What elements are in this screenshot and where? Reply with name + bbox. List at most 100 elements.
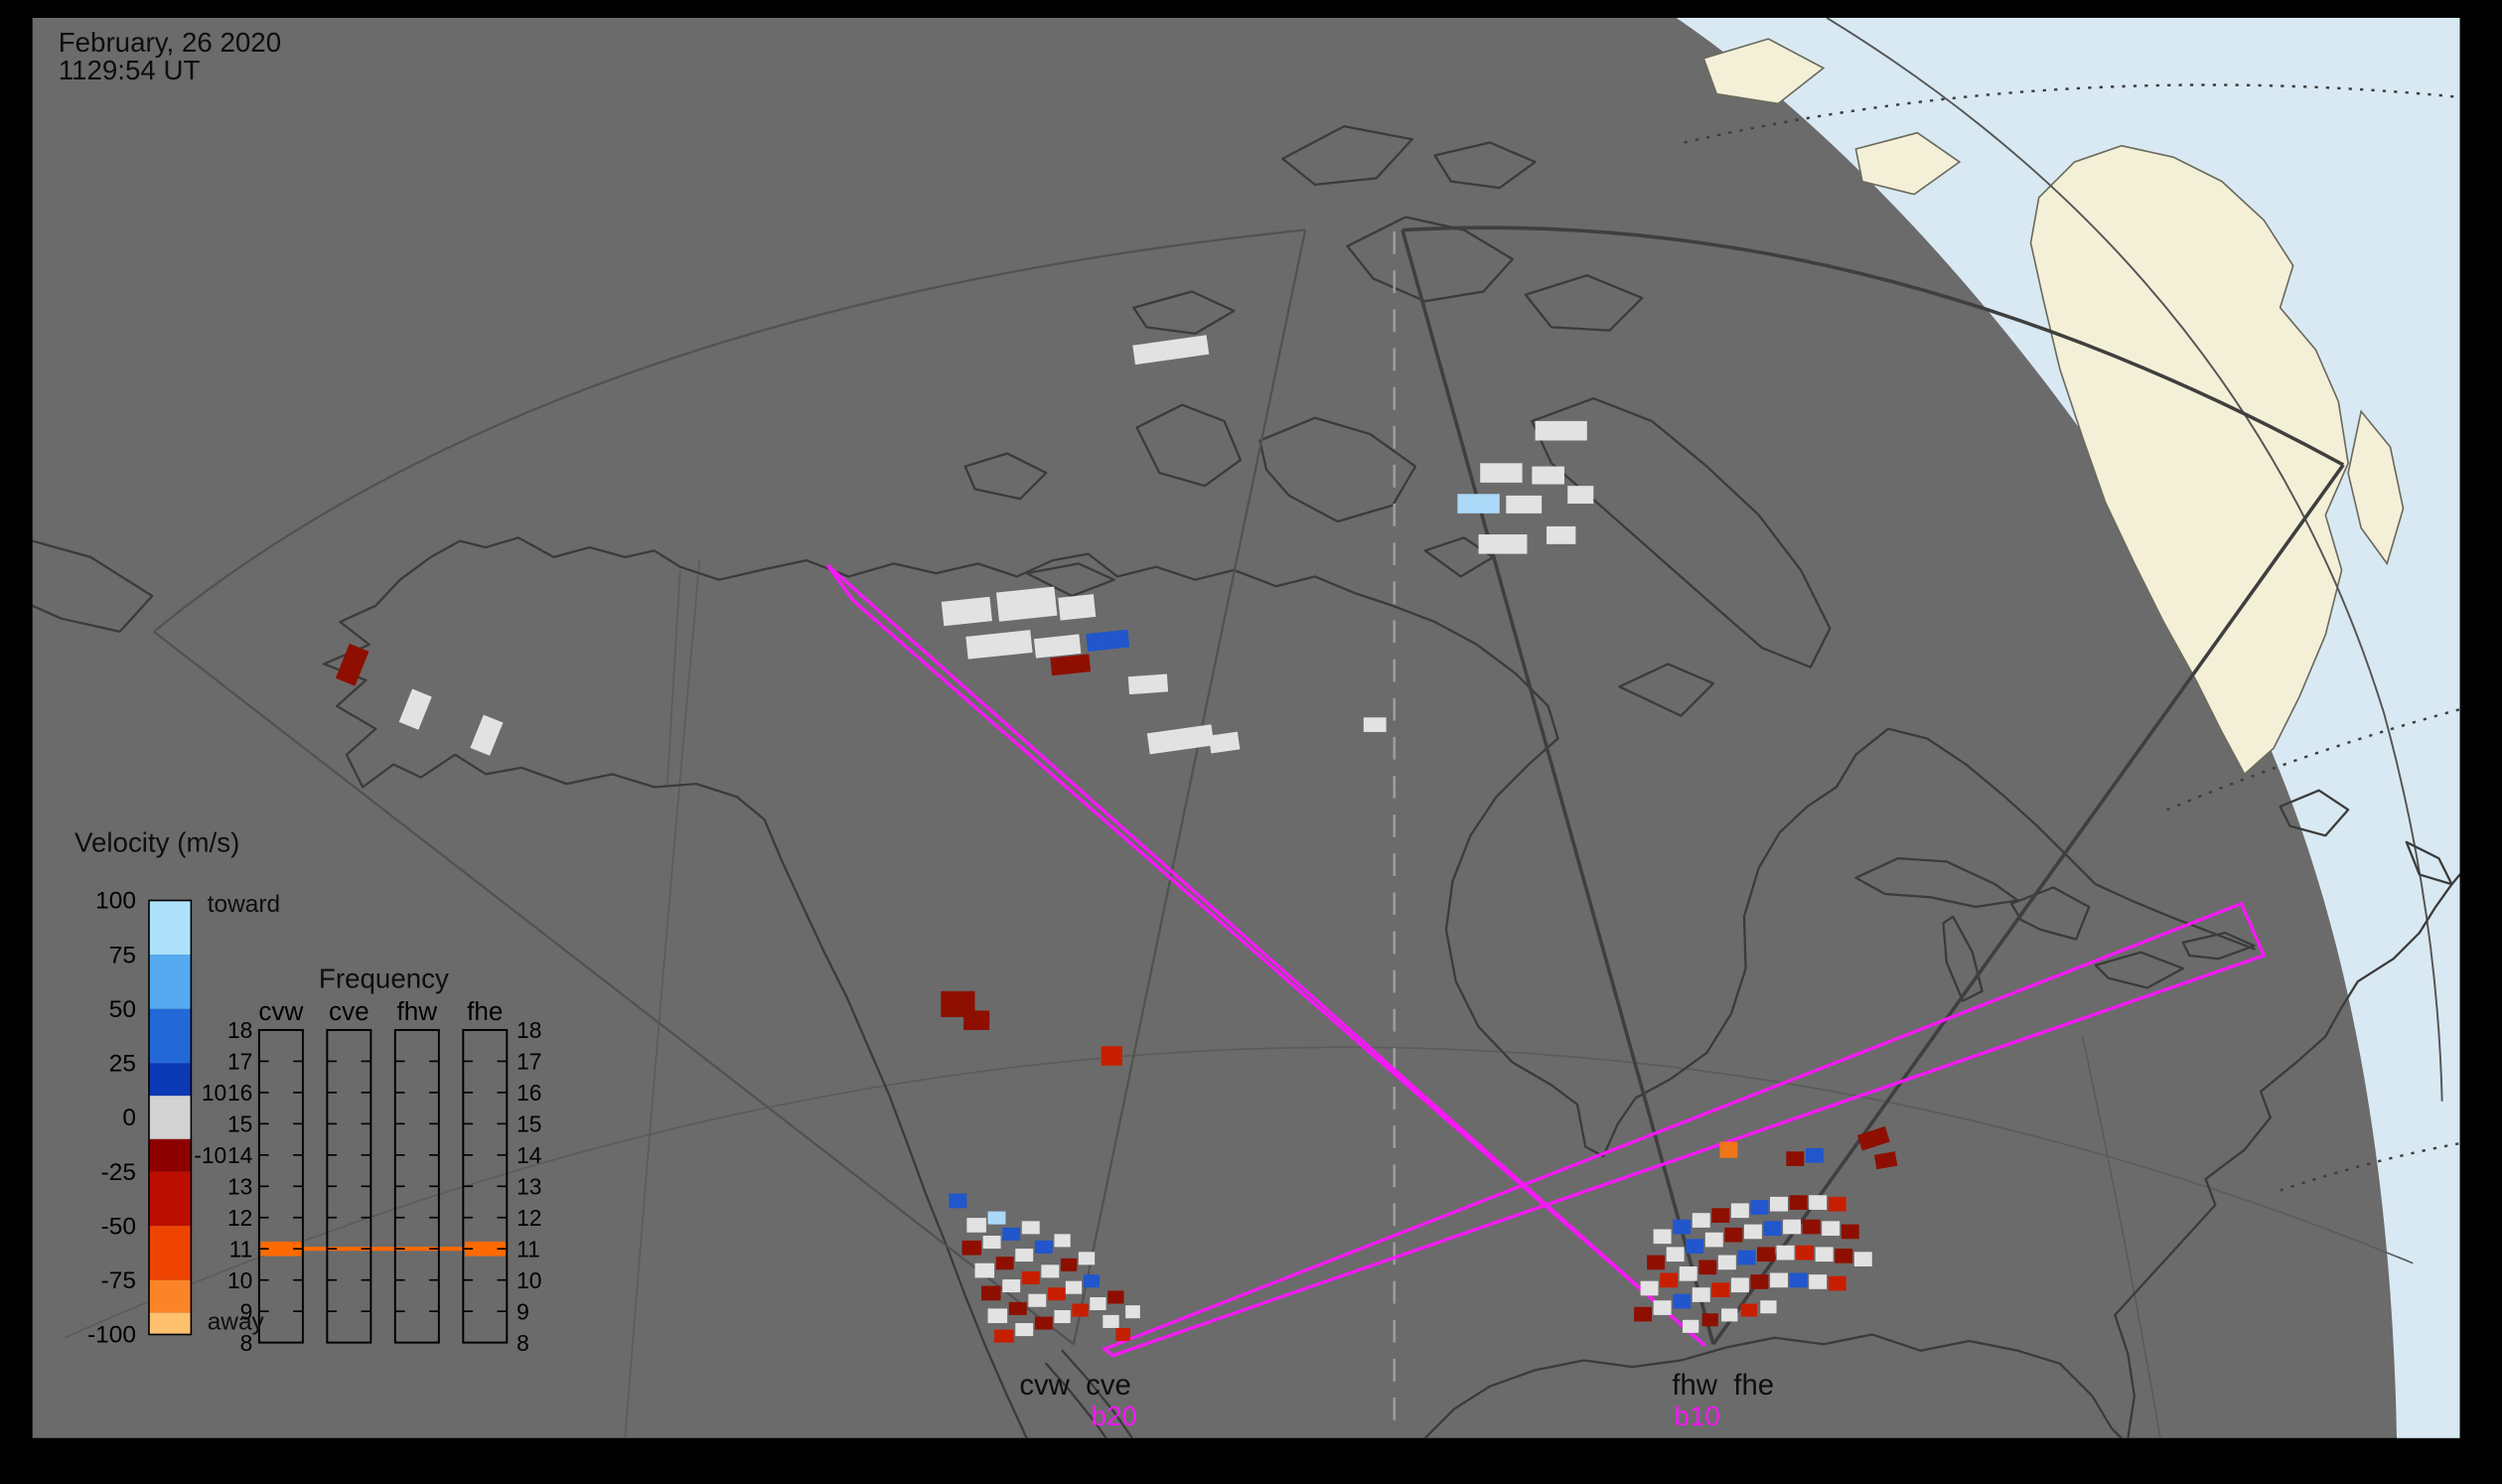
velocity-cell [966,1218,986,1233]
colorbar-tick-label: -100 [87,1322,136,1349]
velocity-cell [994,1330,1014,1343]
velocity-cell [1816,1247,1834,1261]
velocity-cell [1066,1281,1082,1294]
velocity-cell [1806,1148,1824,1163]
velocity-cell [1777,1246,1795,1261]
velocity-cell [1683,1320,1698,1333]
colorbar-title: Velocity (m/s) [74,829,239,857]
velocity-cell [1654,1229,1672,1244]
velocity-cell [1724,1228,1742,1243]
velocity-cell [1546,526,1575,544]
frequency-scale-label-right: 13 [516,1173,541,1199]
velocity-cell [1035,1317,1053,1330]
velocity-cell [1567,486,1593,504]
velocity-cell [1718,1256,1736,1270]
colorbar-tick-label: 100 [95,888,136,915]
velocity-cell [1022,1221,1040,1234]
frequency-column-label: cvw [258,996,303,1026]
velocity-cell [1711,1282,1729,1297]
velocity-cell [961,1241,981,1256]
frequency-scale-label-left: 10 [227,1267,252,1293]
velocity-cell [1750,1200,1768,1215]
frequency-scale-label-right: 9 [516,1298,529,1324]
velocity-cell [981,1286,1001,1301]
velocity-cell [1698,1260,1716,1274]
velocity-cell [1705,1233,1723,1248]
velocity-cell [1090,1297,1105,1310]
velocity-cell [1744,1225,1762,1240]
velocity-cell [1015,1249,1033,1261]
frequency-scale-label-right: 10 [516,1267,541,1293]
velocity-cell [1835,1249,1852,1263]
colorbar-tick-label: -75 [101,1267,136,1294]
beam-b10-label: b10 [1632,1403,1761,1430]
colorbar-segment [149,1226,191,1280]
velocity-cell [1054,1234,1070,1247]
velocity-cell [1829,1197,1846,1212]
velocity-cell [1061,1259,1077,1271]
velocity-cell [949,1194,966,1209]
velocity-cell [1054,1310,1070,1323]
frequency-aux-label: 10 [202,1080,226,1106]
velocity-cell [1115,1328,1130,1341]
toward-label: toward [208,892,280,916]
frequency-scale-label-right: 16 [516,1080,541,1106]
velocity-cell [1741,1303,1757,1316]
velocity-cell [1822,1221,1840,1236]
frequency-scale-label-left: 16 [227,1080,252,1106]
time-label: 1129:54 UT [59,57,201,84]
map-layers [33,18,2460,1484]
velocity-cell [1841,1225,1859,1240]
velocity-cell [1711,1208,1729,1223]
velocity-cell [1041,1264,1059,1277]
velocity-cell [1002,1279,1020,1292]
velocity-cell [1757,1247,1775,1261]
velocity-cell [1720,1141,1738,1157]
velocity-cell [963,1010,989,1030]
colorbar-tick-label: 50 [109,996,136,1023]
velocity-cell [1693,1213,1710,1228]
velocity-cell [1686,1239,1703,1254]
velocity-cell [996,1257,1014,1269]
fh-station-label: fhw fhe [1619,1370,1827,1399]
velocity-cell [1667,1247,1685,1261]
frequency-column-label: fhw [397,996,438,1026]
frequency-column-label: cve [329,996,369,1026]
velocity-cell [1079,1252,1095,1264]
colorbar-segment [149,1139,191,1172]
velocity-cell [1783,1220,1801,1235]
frequency-scale-label-right: 8 [516,1330,529,1356]
frequency-scale-label-right: 18 [516,1017,541,1043]
velocity-cell [1009,1302,1027,1315]
velocity-cell [1364,717,1387,732]
velocity-cell [988,1212,1006,1225]
velocity-cell [1058,594,1096,620]
velocity-cell [1809,1274,1827,1289]
velocity-cell [1803,1220,1821,1235]
colorbar-segment [149,1313,191,1335]
velocity-cell [1022,1271,1040,1284]
frequency-scale-label-left: 18 [227,1017,252,1043]
cv-station-label: cvw cve [971,1370,1179,1399]
velocity-cell [1002,1228,1020,1241]
colorbar-tick-label: 0 [122,1105,136,1131]
velocity-cell [996,586,1057,621]
velocity-cell [1660,1273,1678,1288]
date-label: February, 26 2020 [59,29,281,57]
velocity-cell [1786,1151,1804,1166]
velocity-cell [1790,1195,1808,1210]
velocity-cell [1457,494,1499,514]
velocity-cell [983,1236,1001,1249]
frequency-scale-label-left: 15 [227,1112,252,1137]
frequency-column-label: fhe [467,996,503,1026]
colorbar-segment [149,1172,191,1227]
colorbar-segment [149,1280,191,1313]
colorbar-segment [149,1009,191,1064]
velocity-cell [1479,534,1528,554]
velocity-cell [1693,1287,1710,1302]
frequency-scale-label-left: 17 [227,1049,252,1075]
frequency-title: Frequency [288,965,479,993]
